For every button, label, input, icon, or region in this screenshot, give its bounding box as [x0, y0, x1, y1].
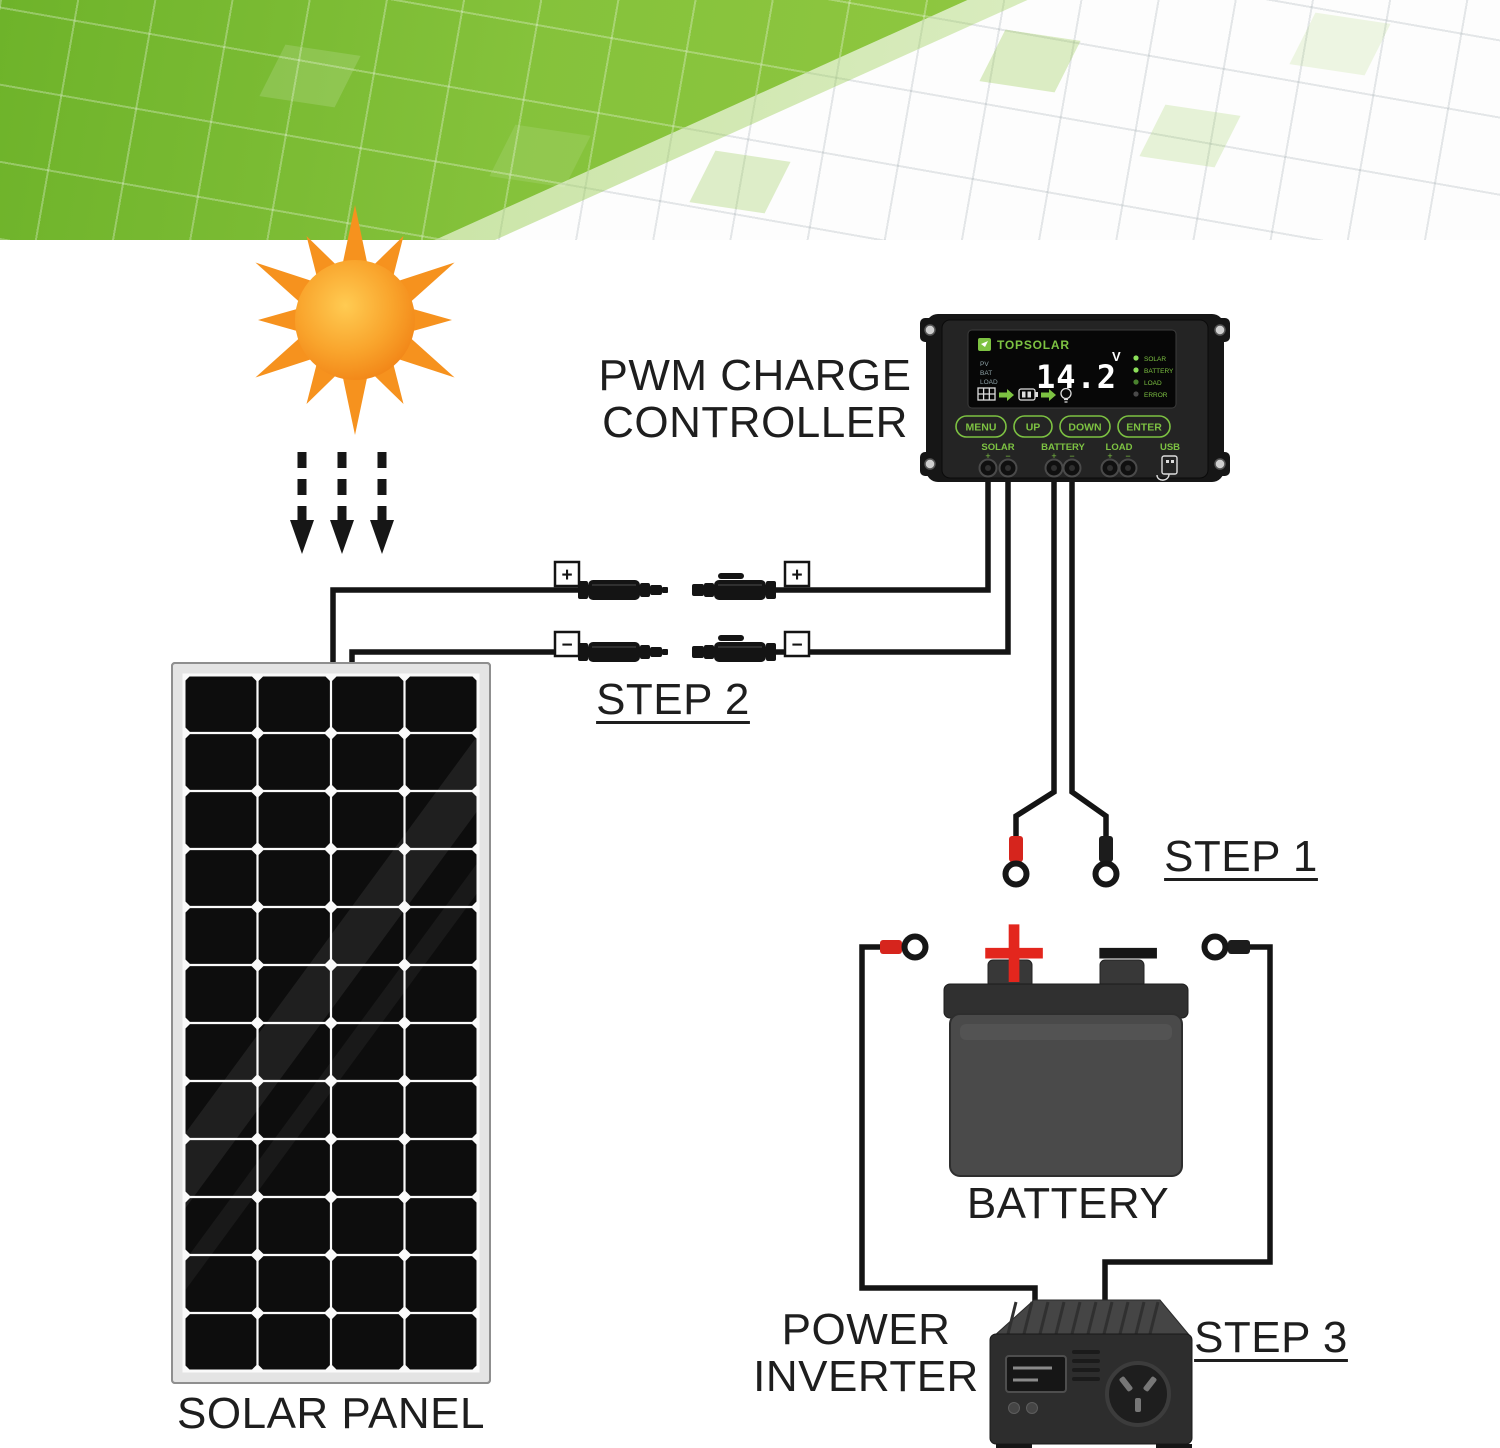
terminal-label-load: LOAD [1106, 442, 1133, 453]
power-inverter-label: POWER INVERTER [753, 1306, 979, 1400]
arrow-icon [1041, 389, 1056, 401]
menu-button-label: MENU [966, 422, 997, 434]
mc4-male-connector-positive [578, 580, 668, 600]
power-inverter-label-line2: INVERTER [753, 1352, 979, 1401]
ring-terminal-inverter-right [1201, 933, 1250, 961]
inverter-button [1026, 1402, 1038, 1414]
wire-battery-positive [1013, 472, 1057, 842]
inverter-display [1005, 1355, 1067, 1393]
down-button-label: DOWN [1068, 422, 1101, 434]
screen-label-pv: PV [980, 361, 989, 368]
mc4-female-connector-positive [692, 573, 776, 600]
controller-title-line1: PWM CHARGE [598, 351, 912, 400]
arrow-icon [999, 389, 1014, 401]
wire-inverter-right [1102, 944, 1273, 1320]
usb-port-icon [1156, 455, 1178, 481]
wire-battery-negative [1069, 472, 1109, 842]
mc4-male-connector-negative [578, 642, 668, 662]
mc4-positive-label-right: + [783, 560, 811, 588]
minus-sign: − [791, 635, 802, 656]
battery-negative-mark: − [1089, 897, 1166, 1004]
minus-sign: − [1005, 451, 1010, 461]
terminal-label-usb: USB [1160, 442, 1180, 453]
menu-button [955, 415, 1007, 438]
inverter-vents [1072, 1350, 1100, 1381]
panel-glare [184, 862, 478, 1292]
inverter-fins [1006, 1301, 1160, 1335]
sun-icon [255, 205, 455, 435]
inverter-foot [996, 1444, 1032, 1448]
ring-terminal-battery-positive [1002, 836, 1030, 888]
terminal-label-battery: BATTERY [1041, 442, 1085, 453]
battery [943, 959, 1189, 1177]
brand-logo: TOPSOLAR [978, 338, 1070, 352]
battery-positive-mark: + [975, 897, 1052, 1004]
minus-sign: − [1125, 451, 1130, 461]
plus-sign: + [561, 565, 572, 586]
panel-icon [977, 387, 996, 401]
led-label-load: LOAD [1144, 380, 1162, 387]
solar-panel [171, 662, 491, 1384]
plus-sign: + [791, 565, 802, 586]
status-leds: SOLAR BATTERY LOAD ERROR [1133, 355, 1174, 399]
step2-label: STEP 2 [596, 675, 750, 724]
down-button [1059, 415, 1111, 438]
inverter-button [1008, 1402, 1020, 1414]
up-button-label: UP [1026, 422, 1041, 434]
led-label-battery: BATTERY [1144, 368, 1174, 375]
wire-pv-positive-left [330, 587, 582, 672]
mc4-positive-label-left: + [553, 560, 581, 588]
ring-terminal-inverter-left [880, 933, 929, 961]
solar-panel-label: SOLAR PANEL [177, 1389, 485, 1438]
step3-label: STEP 3 [1194, 1313, 1348, 1362]
mc4-negative-label-left: − [553, 630, 581, 658]
battery-body [949, 1013, 1183, 1177]
power-inverter [989, 1299, 1193, 1448]
screen-label-load: LOAD [980, 379, 998, 386]
controller-title-line2: CONTROLLER [602, 398, 908, 447]
banner [0, 0, 1500, 240]
terminal-label-solar: SOLAR [981, 442, 1014, 453]
inverter-display-lines [1013, 1366, 1052, 1382]
wire-pv-negative-right [776, 472, 1011, 655]
battery-body-highlight [960, 1024, 1172, 1040]
plus-sign: + [985, 451, 990, 461]
voltage-readout: 14.2 [1036, 358, 1117, 396]
terminal-screws [978, 458, 1138, 478]
battery-icon [1018, 388, 1038, 401]
lamp-icon [1060, 387, 1072, 403]
minus-sign: − [561, 635, 572, 656]
charge-controller: TOPSOLAR PV BAT LOAD [920, 314, 1230, 482]
brand-text: TOPSOLAR [997, 338, 1070, 352]
plus-sign: + [1051, 451, 1056, 461]
controller-title: PWM CHARGE CONTROLLER [599, 352, 912, 446]
minus-sign: − [1069, 451, 1074, 461]
mc4-female-connector-negative [692, 635, 776, 662]
panel-glare [184, 735, 478, 1210]
enter-button-label: ENTER [1126, 422, 1162, 434]
inverter-foot [1156, 1444, 1192, 1448]
led-label-error: ERROR [1144, 392, 1168, 399]
up-button [1013, 415, 1053, 438]
voltage-unit: V [1112, 349, 1121, 364]
wire-pv-positive-right [776, 472, 991, 593]
mounting-holes [924, 324, 1226, 470]
mc4-negative-label-right: − [783, 630, 811, 658]
screen-label-bat: BAT [980, 370, 992, 377]
sunlight-arrows [290, 452, 394, 554]
plus-sign: + [1107, 451, 1112, 461]
ac-socket [1105, 1361, 1171, 1427]
led-label-solar: SOLAR [1144, 356, 1166, 363]
enter-button [1117, 415, 1171, 438]
ring-terminal-battery-negative [1092, 836, 1120, 888]
power-inverter-label-line1: POWER [781, 1305, 951, 1354]
battery-label: BATTERY [966, 1179, 1170, 1228]
step1-label: STEP 1 [1164, 832, 1318, 881]
